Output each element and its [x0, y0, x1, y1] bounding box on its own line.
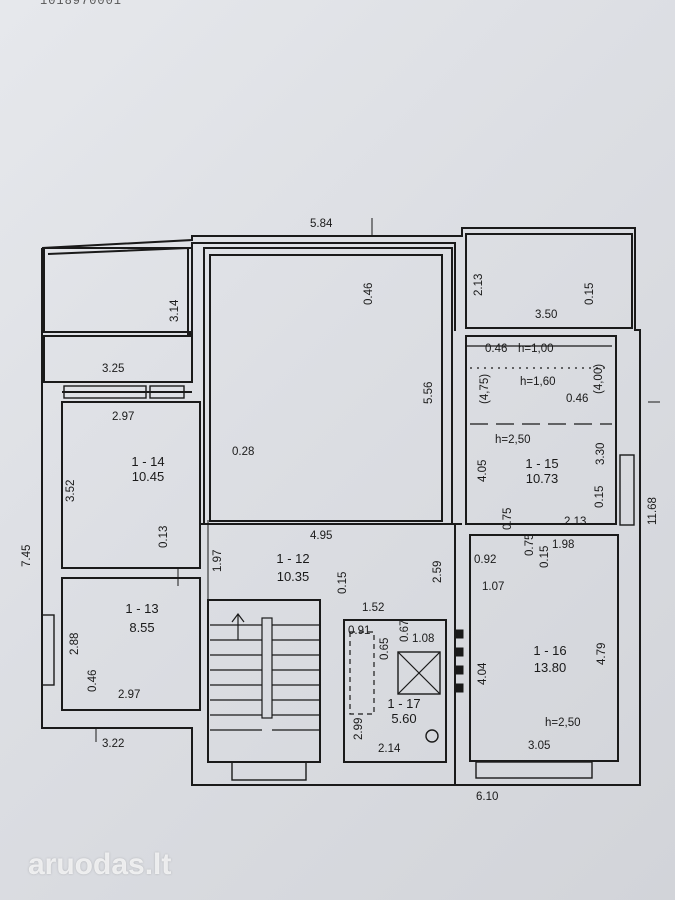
- wall-center-room: [209, 254, 443, 522]
- vent-icon: [454, 629, 464, 693]
- wall-room-1-16: [469, 534, 619, 762]
- dim-label: 3.50: [535, 309, 557, 321]
- shaft-icon: [397, 651, 441, 695]
- dim-label: 0.46: [485, 343, 507, 355]
- dim-label: 0.75: [524, 534, 536, 556]
- room-area-1-17: 5.60: [391, 711, 416, 726]
- dim-label: 0.15: [539, 546, 551, 568]
- window-stairs: [231, 761, 307, 781]
- dim-label: 3.14: [169, 299, 181, 322]
- room-area-1-13: 8.55: [129, 620, 154, 635]
- dim-label: 3.22: [102, 738, 124, 750]
- dim-label: 2.14: [378, 743, 401, 755]
- room-label-1-16: 1 - 16: [533, 643, 566, 658]
- dim-label: 0.75: [502, 508, 514, 530]
- dim-label: 0.67: [399, 620, 411, 642]
- room-label-1-14: 1 - 14: [131, 454, 164, 469]
- dim-label: h=1,00: [518, 343, 554, 355]
- wall-stairs: [207, 599, 321, 763]
- dim-label: 1.52: [362, 602, 384, 614]
- wall-room-1-15: [465, 335, 617, 525]
- dim-label: 1.08: [412, 633, 434, 645]
- dim-label: h=2,50: [495, 434, 531, 446]
- document-code: 1018970001: [40, 0, 123, 8]
- dim-label: 3.52: [65, 480, 77, 502]
- dim-label: 4.79: [596, 643, 608, 665]
- dim-label: 1.07: [482, 581, 504, 593]
- dim-label: 0.92: [474, 554, 496, 566]
- room-label-1-17: 1 - 17: [387, 696, 420, 711]
- dim-label: 7.45: [21, 545, 33, 567]
- outer-wall: [41, 227, 641, 786]
- window-room-1-15: [619, 454, 635, 526]
- dim-label: 2.99: [353, 718, 365, 740]
- wall-room-1-13: [61, 577, 201, 711]
- room-area-1-14: 10.45: [132, 469, 165, 484]
- dim-label: 2.88: [69, 633, 81, 655]
- dim-label: 0.15: [584, 283, 596, 305]
- dim-label: 1.98: [552, 539, 574, 551]
- dim-label: 1.97: [212, 550, 224, 572]
- room-label-1-13: 1 - 13: [125, 601, 158, 616]
- wall-balcony-left: [43, 247, 193, 333]
- wall-balcony-right: [465, 233, 633, 329]
- dim-label: 0.91: [348, 625, 370, 637]
- watermark-logo: aruodas.lt: [28, 848, 172, 881]
- room-area-1-16: 13.80: [534, 660, 567, 675]
- wall-room-1-17: [343, 619, 447, 763]
- dim-label: 3.25: [102, 363, 124, 375]
- window-room-1-16: [475, 761, 593, 779]
- toilet-icon: [425, 729, 439, 743]
- dim-label: 2.59: [432, 561, 444, 583]
- dim-label: 2.97: [112, 411, 134, 423]
- stairs-icon: [210, 613, 320, 731]
- dim-label: 0.13: [158, 526, 170, 548]
- room-area-1-15: 10.73: [526, 471, 559, 486]
- dim-label: 0.46: [363, 283, 375, 305]
- dim-label: 5.56: [423, 382, 435, 404]
- wall-room-1-14: [61, 401, 201, 569]
- room-label-1-12: 1 - 12: [276, 551, 309, 566]
- room-area-1-12: 10.35: [277, 569, 310, 584]
- dim-label: 11.68: [647, 497, 659, 525]
- dim-label: 6.10: [476, 791, 498, 803]
- dim-label: h=1,60: [520, 376, 556, 388]
- dim-label: 3.30: [595, 443, 607, 465]
- dim-label: 0.15: [337, 572, 349, 594]
- dim-label: 0.28: [232, 446, 254, 458]
- dim-label: (4,75): [479, 374, 491, 404]
- wall-room-left-corridor: [43, 335, 193, 383]
- inner-wall: [47, 242, 456, 335]
- dim-label: 0.46: [566, 393, 588, 405]
- dim-label: 2.97: [118, 689, 140, 701]
- dimension-labels: 5.84 0.46 5.56 2.13 3.50 0.15 3.14 3.25 …: [21, 218, 659, 803]
- dim-label: 4.05: [477, 460, 489, 482]
- window-room-1-14: [63, 385, 147, 399]
- dim-label: 3.05: [528, 740, 550, 752]
- room-label-1-15: 1 - 15: [525, 456, 558, 471]
- dim-label: h=2,50: [545, 717, 581, 729]
- dim-label: 0.15: [594, 486, 606, 508]
- dim-label: 0.46: [87, 670, 99, 692]
- dim-label: 5.84: [310, 218, 333, 230]
- dim-label: 2.13: [564, 516, 586, 528]
- window-room-1-13: [41, 614, 55, 686]
- bathtub-icon: [349, 631, 375, 715]
- dim-label: 2.13: [473, 274, 485, 296]
- dim-label: 4.04: [477, 662, 489, 685]
- dim-label: 0.65: [379, 638, 391, 660]
- dim-label: 4.95: [310, 530, 332, 542]
- dim-label: (4,00): [593, 364, 605, 394]
